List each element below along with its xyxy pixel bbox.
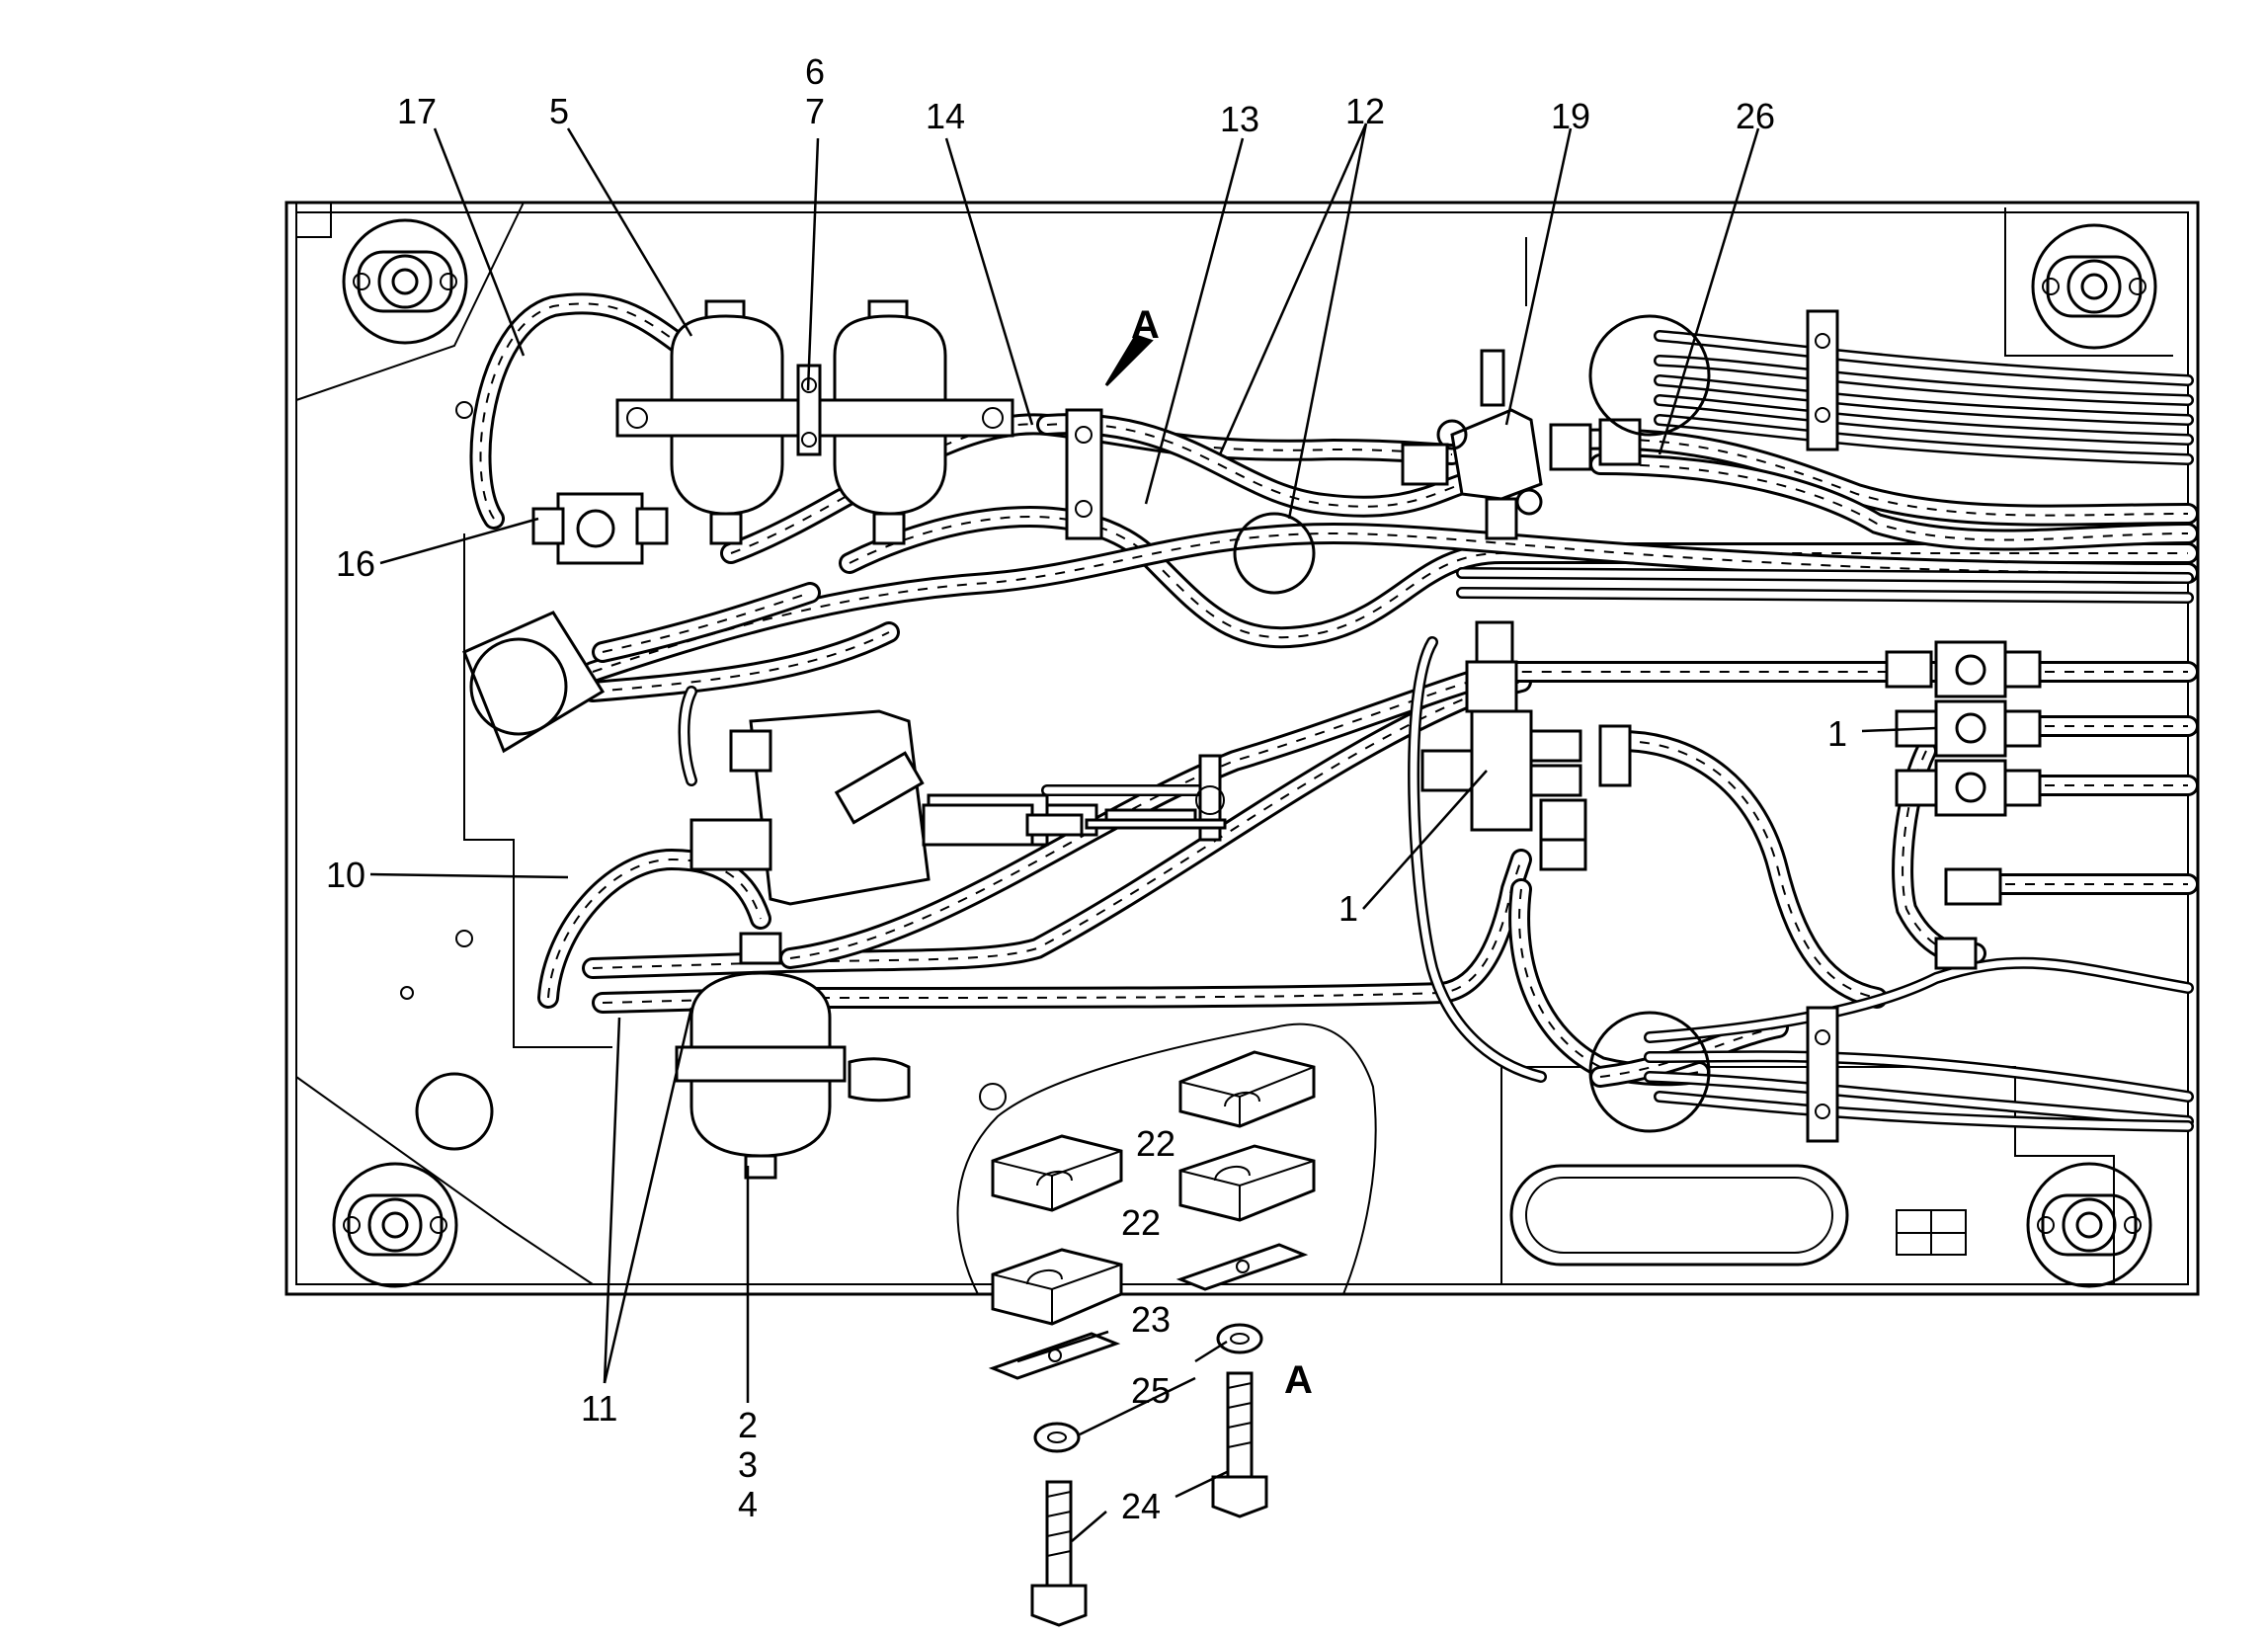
- detail-label-a: A: [1284, 1358, 1313, 1402]
- callout-10: 10: [326, 855, 365, 895]
- callout-12: 12: [1345, 91, 1385, 131]
- callout-13: 13: [1220, 99, 1259, 139]
- base-plate: [284, 201, 2200, 1296]
- accumulator-icon: [675, 932, 911, 1180]
- hose-icon: [469, 292, 2199, 1088]
- clamp-block-icon: [1065, 309, 1839, 1143]
- mounting-pad-icon: [342, 218, 468, 345]
- callout-25: 25: [1131, 1370, 1171, 1411]
- callout-22-top: 22: [1136, 1123, 1175, 1164]
- bolt-icon: [1030, 1480, 1088, 1627]
- clamp-block-icon: [991, 1134, 1123, 1212]
- washer-icon: [1033, 1323, 1263, 1453]
- callout-7: 7: [805, 91, 825, 131]
- callout-22-bottom: 22: [1121, 1202, 1161, 1243]
- callout-14: 14: [926, 96, 965, 136]
- clamp-block-icon: [1178, 1050, 1316, 1128]
- callout-3: 3: [738, 1444, 758, 1485]
- callout-5: 5: [549, 91, 569, 131]
- plate-holes: [400, 401, 1967, 1267]
- reservoir-icon: [462, 611, 606, 754]
- hose-loop-guides: [1233, 314, 1711, 1133]
- svg-text:A: A: [1131, 303, 1160, 347]
- callout-6: 6: [805, 51, 825, 92]
- clamp-block-icon: [1178, 1144, 1316, 1222]
- callout-1-center: 1: [1338, 888, 1358, 929]
- valve-block-icon: [1401, 349, 1642, 540]
- view-arrow-a: A: [1104, 303, 1160, 387]
- accumulator-clamp-bar: [615, 364, 1014, 456]
- callout-16: 16: [336, 543, 375, 584]
- callout-labels: 17 5 6 7 14 13 12 19 26 16 1 1 10 11 2 3…: [326, 51, 1847, 1526]
- callout-26: 26: [1736, 96, 1775, 136]
- bolt-icon: [1211, 1371, 1268, 1518]
- callout-1-right: 1: [1827, 713, 1847, 754]
- callout-19: 19: [1551, 96, 1590, 136]
- actuator-icon: [922, 803, 1227, 847]
- callout-4: 4: [738, 1484, 758, 1524]
- mounting-pad-icon: [2031, 223, 2157, 350]
- callout-11: 11: [581, 1388, 617, 1429]
- callout-24: 24: [1121, 1486, 1161, 1526]
- mounting-pad-icon: [332, 1162, 458, 1288]
- leader-lines: [369, 123, 1937, 1542]
- callout-2: 2: [738, 1405, 758, 1445]
- valve-block-icon: [531, 492, 669, 565]
- callout-17: 17: [397, 91, 437, 131]
- valve-block-icon: [1420, 620, 1632, 871]
- clamp-block-icon: [991, 1248, 1123, 1326]
- mounting-pad-icon: [2026, 1162, 2152, 1288]
- callout-23: 23: [1131, 1299, 1171, 1340]
- mounting-plate-icon: [988, 1243, 1309, 1380]
- detail-a-inset: [956, 1022, 1377, 1295]
